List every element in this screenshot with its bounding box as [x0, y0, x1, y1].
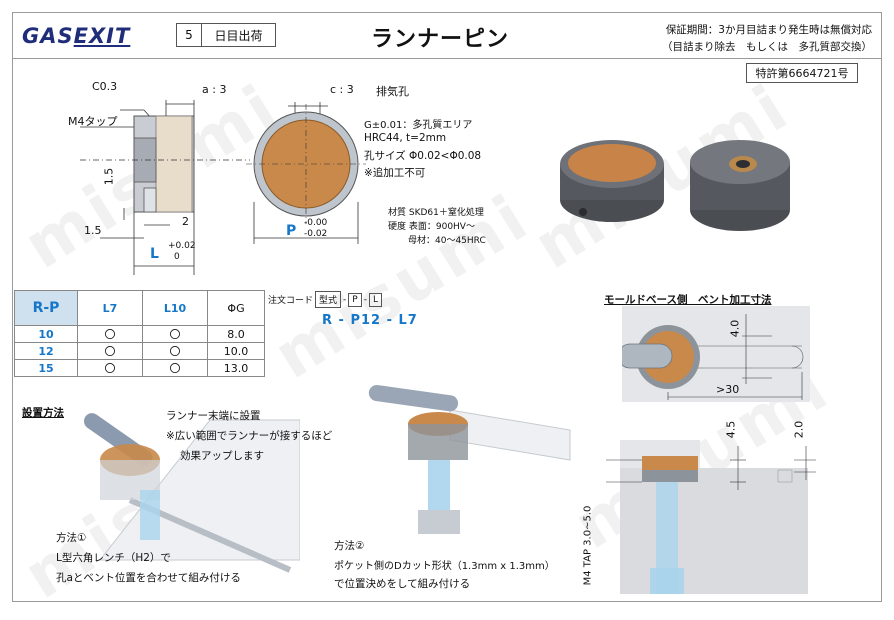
install-method-1-line1: L型六角レンチ（H2）で	[56, 552, 171, 564]
install-method-2-line2: で位置決めをして組み付ける	[334, 578, 471, 590]
length-label: L	[150, 246, 159, 262]
m4-tap-label: M4タップ	[68, 115, 118, 128]
warranty-note: 保証期間：3か月目詰まり発生時は無償対応 （目詰まり除去 もしくは 多孔質部交換…	[662, 24, 872, 53]
install-note-2: ※広い範囲でランナーが接するほど	[166, 430, 333, 442]
install-method-2-line1: ポケット側のDカット形状（1.3mm x 1.3mm）	[334, 561, 555, 572]
material-line: 材質 SKD61＋窒化処理	[388, 208, 484, 218]
page-frame	[12, 12, 882, 602]
no-machining-note: ※追加工不可	[364, 167, 426, 179]
table-row: 10 〇 〇 8.0	[14, 325, 265, 343]
vent-dim-4-0: 4.0	[728, 319, 742, 338]
m4-tap-depth: M4 TAP 3.0~5.0	[582, 505, 594, 586]
front-view-drawing	[246, 102, 366, 244]
install-method-1-heading: 方法①	[56, 532, 87, 544]
install-method-2-heading: 方法②	[334, 540, 365, 552]
length-tolerance-plus: +0.02	[168, 241, 196, 251]
dimension-1-5-vertical: 1.5	[102, 167, 116, 186]
shipping-days-number: 5	[177, 24, 202, 46]
length-tolerance-zero: 0	[174, 252, 180, 262]
section-dim-2-0: 2.0	[792, 420, 806, 439]
vent-hole-label: 排気孔	[376, 85, 409, 98]
hardness-base-line: 母材：40～45HRC	[408, 236, 486, 246]
pore-size: 孔サイズ Φ0.02<Φ0.08	[364, 150, 482, 162]
page-title: ランナーピン	[370, 27, 509, 52]
porous-area-label: G±0.01：多孔質エリア	[364, 120, 473, 131]
header-divider	[12, 58, 882, 59]
p-tolerance-bottom: -0.02	[304, 229, 328, 239]
shipping-days-label: 日目出荷	[214, 28, 263, 43]
install-note-3: 効果アップします	[180, 450, 264, 462]
install-method-1-illustration	[83, 413, 300, 573]
mold-base-title: モールドベース側 ベント加工寸法	[604, 294, 772, 306]
chamfer-label: C0.3	[92, 80, 118, 93]
install-method-1-line2: 孔aとベント位置を合わせて組み付ける	[56, 572, 241, 584]
order-code-label: 注文コード	[268, 296, 314, 306]
table-header-rp: R-P	[14, 290, 78, 326]
vent-dim-30: >30	[716, 383, 740, 396]
patent-badge: 特許第6664721号	[746, 63, 858, 83]
order-code: 注文コード 型式 - P - L	[268, 291, 382, 308]
hardness-thickness: HRC44, t=2mm	[364, 132, 447, 144]
mold-section-view	[606, 440, 816, 594]
order-code-box-l: L	[368, 292, 382, 307]
mold-vent-top-view	[622, 306, 810, 402]
section-dim-4-5: 4.5	[724, 420, 738, 439]
hardness-surface-line: 硬度 表面：900HV～	[388, 222, 475, 232]
brand-logo: GASEXIT	[22, 24, 131, 48]
table-header-l10: L10	[142, 290, 208, 326]
install-note-1: ランナー末端に設置	[166, 410, 261, 422]
dimension-1-5-horizontal: 1.5	[84, 224, 102, 237]
table-header-l7: L7	[77, 290, 143, 326]
product-render	[560, 140, 790, 231]
shipping-days-badge: 5 日目出荷	[176, 23, 276, 47]
table-header-phig: ΦG	[207, 290, 265, 326]
order-code-example: R - P12 - L7	[322, 313, 418, 328]
order-code-box-p: P	[348, 292, 362, 307]
order-code-box-model: 型式	[315, 291, 342, 308]
dimension-a: a : 3	[202, 83, 227, 96]
diameter-p-label: P	[286, 223, 297, 239]
p-tolerance-top: -0.00	[304, 218, 328, 228]
dimension-2: 2	[182, 215, 189, 228]
table-row: 15 〇 〇 13.0	[14, 359, 265, 377]
install-method-2-illustration	[368, 385, 571, 534]
table-row: 12 〇 〇 10.0	[14, 342, 265, 360]
side-view-drawing	[80, 100, 250, 275]
install-title: 設置方法	[22, 407, 64, 419]
size-table: R-P L7 L10 ΦG 10 〇 〇 8.0 12 〇 〇 10.0 15 …	[14, 290, 265, 377]
dimension-c: c : 3	[330, 83, 354, 96]
